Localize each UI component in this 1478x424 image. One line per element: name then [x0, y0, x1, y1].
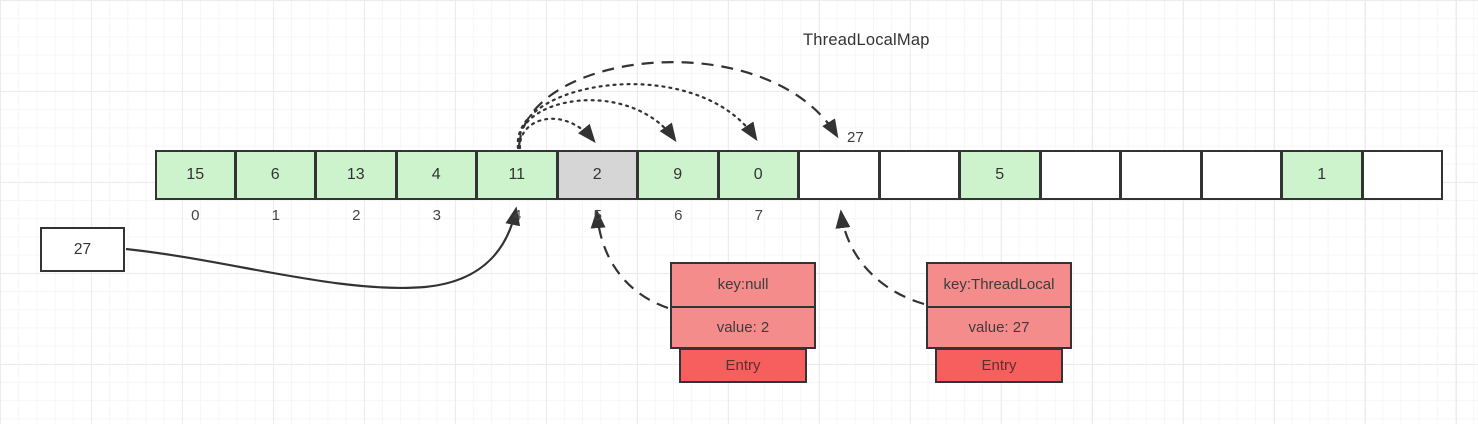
array-cell-8: [799, 150, 880, 200]
entry-value-27: value: 27: [928, 305, 1070, 347]
array-cell-6: 9: [638, 150, 719, 200]
array-cell-7: 0: [718, 150, 799, 200]
index-label-4: 4: [513, 207, 522, 224]
entry-key-null: key:null: [672, 264, 814, 306]
index-label-7: 7: [754, 207, 763, 224]
index-label-3: 3: [432, 207, 441, 224]
probe-arc-to-slot7: [516, 83, 758, 150]
entry-value-2: value: 2: [672, 305, 814, 347]
array-cell-13: [1201, 150, 1282, 200]
probe-target-label: 27: [847, 129, 864, 146]
array-cell-0: 15: [155, 150, 236, 200]
array-cell-10: 5: [960, 150, 1041, 200]
probe-arc-to-slot6: [517, 99, 677, 150]
index-label-2: 2: [352, 207, 361, 224]
entry-box-threadlocal: key:ThreadLocal value: 27: [926, 262, 1072, 349]
index-labels: 0 1 2 3 4 5 6 7: [0, 207, 1478, 229]
diagram-title: ThreadLocalMap: [803, 31, 930, 49]
index-label-0: 0: [191, 207, 200, 224]
entry-box-null: key:null value: 2: [670, 262, 816, 349]
array-cell-15: [1362, 150, 1443, 200]
array-cell-3: 4: [396, 150, 477, 200]
array-cell-14: 1: [1282, 150, 1363, 200]
probe-arc-to-slot8: [517, 61, 839, 148]
array-cell-9: [879, 150, 960, 200]
array-cell-11: [1040, 150, 1121, 200]
index-label-1: 1: [271, 207, 280, 224]
index-label-6: 6: [674, 207, 683, 224]
array-cell-1: 6: [235, 150, 316, 200]
entry-footer-null: Entry: [679, 348, 807, 383]
array-cell-4: 11: [477, 150, 558, 200]
hash-value-box: 27: [40, 227, 125, 272]
entry-footer-threadlocal: Entry: [935, 348, 1063, 383]
array-cell-5: 2: [557, 150, 638, 200]
index-label-5: 5: [593, 207, 602, 224]
probe-arc-to-slot5: [518, 117, 596, 150]
hash-value-label: 27: [73, 240, 92, 258]
array-cell-2: 13: [316, 150, 397, 200]
entry-key-threadlocal: key:ThreadLocal: [928, 264, 1070, 306]
array-cell-12: [1121, 150, 1202, 200]
